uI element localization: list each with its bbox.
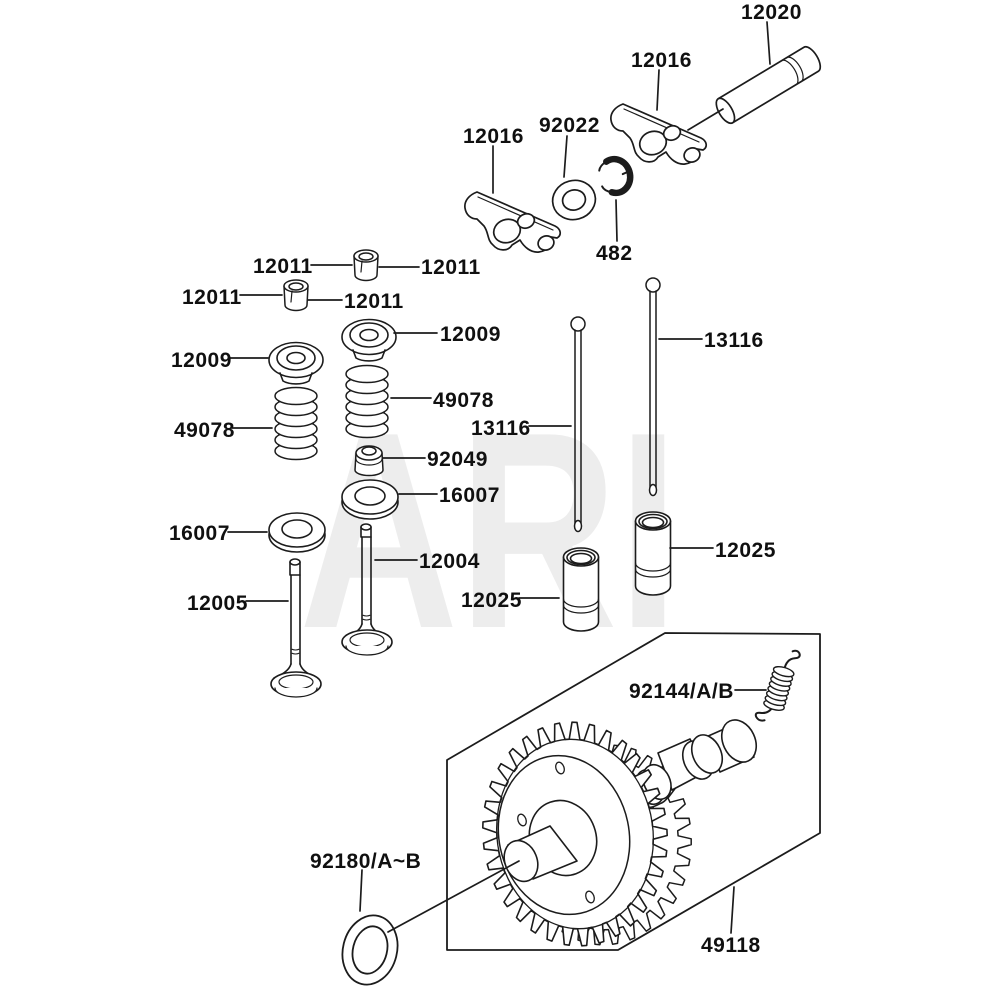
gear-root-rim [495,738,655,930]
rocker-pivot-pin [715,45,822,125]
valve-keeper [283,279,309,312]
valve-stem-seal [354,445,384,477]
spring-retainer [341,318,397,362]
tappet [634,511,672,596]
valve-spring [274,386,318,461]
part-label-16007-left: 16007 [169,522,230,545]
part-label-12011-a: 12011 [253,255,313,278]
spring-seat [341,479,399,520]
part-label-49118: 49118 [701,934,761,957]
part-label-12025-right: 12025 [715,539,776,562]
camshaft-group-box [446,632,821,951]
push-rod-right [645,277,661,497]
camshaft-shaft [635,719,758,806]
valve-keeper [353,249,379,282]
part-label-12020: 12020 [741,1,802,24]
governor-spring [754,649,801,722]
part-label-49078-right: 49078 [433,389,494,412]
part-label-12025-left: 12025 [461,589,522,612]
shim [341,914,399,986]
part-label-49078-left: 49078 [174,419,235,442]
washer [551,179,597,221]
gear-plate-holes [517,761,595,904]
part-label-12011-c: 12011 [182,286,242,309]
part-label-12016-left: 12016 [463,125,524,148]
rocker-arm-left [464,191,561,253]
part-label-92049: 92049 [427,448,488,471]
part-label-13116-right: 13116 [704,329,764,352]
push-rod-left [570,316,586,533]
part-label-12004: 12004 [419,550,480,573]
spring-seat [268,512,326,553]
part-label-12011-b: 12011 [421,256,481,279]
valve-inlet [341,523,393,656]
part-label-12011-d: 12011 [344,290,404,313]
part-label-92180: 92180/A~B [310,850,422,873]
valve-spring [345,364,389,439]
part-label-482: 482 [596,242,633,265]
circlip [598,155,634,197]
part-label-92144: 92144/A/B [629,680,734,703]
camshaft-front-stub [503,825,578,883]
valve-exhaust [270,558,322,698]
tappet [562,547,600,632]
part-label-12009-right: 12009 [440,323,501,346]
rocker-arm-right [610,103,708,166]
part-label-12009-left: 12009 [171,349,232,372]
part-label-13116-left: 13116 [471,417,531,440]
part-label-12005: 12005 [187,592,248,615]
leader-lines [227,21,771,934]
part-label-16007-right: 16007 [439,484,500,507]
part-label-12016-right: 12016 [631,49,692,72]
part-label-92022: 92022 [539,114,600,137]
